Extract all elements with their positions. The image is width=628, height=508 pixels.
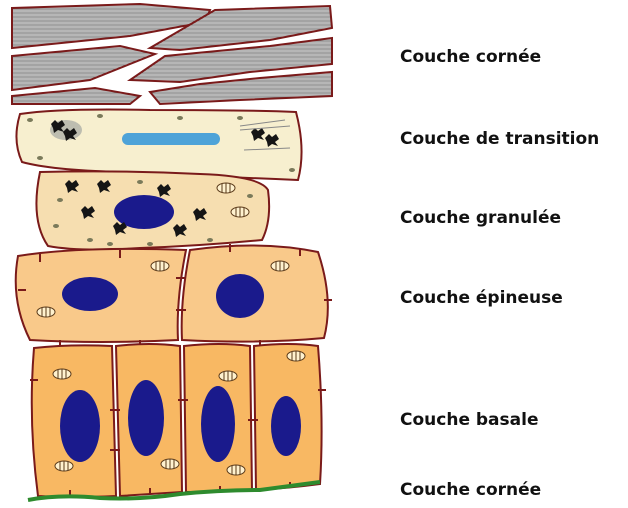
label-couche-cornee: Couche cornée [400, 47, 541, 67]
label-couche-granulee: Couche granulée [400, 208, 561, 228]
granular-cell [36, 171, 269, 249]
label-couche-de-transition: Couche de transition [400, 129, 599, 149]
flattened-nucleus [122, 133, 220, 145]
nucleus [216, 274, 264, 318]
nucleus [128, 380, 164, 456]
epidermis-diagram [0, 0, 360, 508]
label-couche-epineuse: Couche épineuse [400, 288, 563, 308]
label-couche-cornee-bottom: Couche cornée [400, 480, 541, 500]
nucleus [60, 390, 100, 462]
transition-cell [16, 110, 301, 181]
nucleus [271, 396, 301, 456]
basal-layer [30, 344, 326, 497]
mitochondrion [217, 183, 235, 193]
spinous-layer [16, 244, 332, 348]
label-couche-basale: Couche basale [400, 410, 538, 430]
nucleus [201, 386, 235, 462]
corneum-layer [12, 4, 332, 104]
nucleus [62, 277, 118, 311]
